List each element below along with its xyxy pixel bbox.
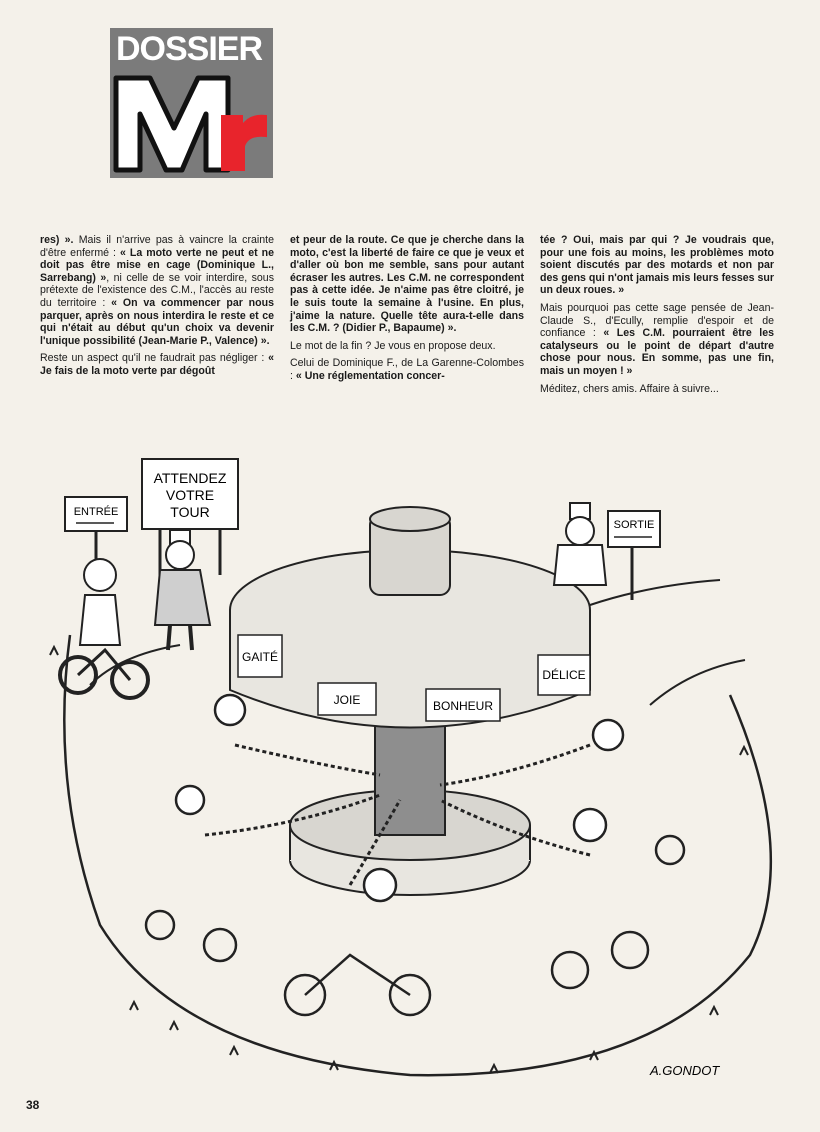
chains	[204, 743, 591, 886]
paragraph: Mais pourquoi pas cette sage pensée de J…	[540, 302, 774, 378]
dossier-label: DOSSIER	[110, 28, 273, 70]
paragraph: et peur de la route. Ce que je cherche d…	[290, 234, 524, 335]
body-text: Méditez, chers amis. Affaire à suivre...	[540, 382, 719, 395]
dossier-logo: DOSSIER	[110, 28, 273, 178]
quote-text: « Je fais de la moto verte par dégoût	[40, 352, 274, 377]
carousel	[229, 506, 591, 896]
artist-signature: A.GONDOT	[649, 1063, 720, 1078]
biker-left-waiting	[58, 558, 150, 700]
exit-sign-label: SORTIE	[614, 519, 655, 531]
panel-delice: DÉLICE	[537, 654, 591, 696]
entry-sign-label: ENTRÉE	[74, 505, 119, 518]
panel-bonheur-label: BONHEUR	[433, 699, 493, 713]
body-text: Reste un aspect qu'il ne faudrait pas né…	[40, 352, 269, 365]
quote-text: tée ? Oui, mais par qui ? Je voudrais qu…	[540, 234, 774, 297]
paragraph: res) ». Mais il n'arrive pas à vaincre l…	[40, 234, 274, 347]
quote-text: « On va commencer par nous parquer, aprè…	[40, 296, 274, 347]
body-text: Mais pourquoi pas cette sage pensée de J…	[540, 301, 774, 340]
riders-on-chains	[144, 693, 686, 1017]
body-text: , ni celle de se voir interdire, sous pr…	[40, 271, 274, 309]
wait-your-turn-sign: ATTENDEZ VOTRE TOUR	[141, 458, 239, 575]
attendant-right	[552, 502, 608, 586]
wait-sign-line-1: ATTENDEZ	[154, 470, 227, 486]
carousel-cartoon-illustration: ENTRÉE ATTENDEZ VOTRE TOUR SORTIE GAITÉ	[49, 458, 773, 1078]
quote-text: « Les C.M. pourraient être les catalyseu…	[540, 327, 774, 377]
panel-delice-label: DÉLICE	[542, 667, 585, 682]
paragraph: Reste un aspect qu'il ne faudrait pas né…	[40, 352, 274, 377]
page-number: 38	[26, 1098, 40, 1112]
quote-text: res) ».	[40, 234, 74, 246]
paragraph: Celui de Dominique F., de La Garenne-Col…	[290, 357, 524, 382]
panel-gaite: GAITÉ	[237, 634, 283, 678]
body-text: Mais il n'arrive pas à vaincre la craint…	[40, 234, 274, 259]
quote-text: « La moto verte ne peut et ne doit pas ê…	[40, 246, 274, 284]
article-column-3: tée ? Oui, mais par qui ? Je voudrais qu…	[540, 234, 774, 400]
paragraph: Le mot de la fin ? Je vous en propose de…	[290, 340, 524, 353]
exit-sign: SORTIE	[607, 510, 661, 600]
paragraph: tée ? Oui, mais par qui ? Je voudrais qu…	[540, 234, 774, 297]
article-column-1: res) ». Mais il n'arrive pas à vaincre l…	[40, 234, 274, 383]
quote-text: et peur de la route. Ce que je cherche d…	[290, 234, 524, 335]
body-text: Le mot de la fin ? Je vous en propose de…	[290, 339, 496, 352]
mr-logo-mark	[110, 70, 273, 178]
paragraph: Méditez, chers amis. Affaire à suivre...	[540, 383, 774, 396]
entry-sign: ENTRÉE	[64, 496, 128, 567]
body-text: Celui de Dominique F., de La Garenne-Col…	[290, 357, 524, 382]
wait-sign-line-2: VOTRE	[166, 487, 214, 503]
attendant-left	[153, 529, 212, 651]
panel-bonheur: BONHEUR	[425, 688, 501, 722]
panel-joie: JOIE	[317, 682, 377, 716]
panel-joie-label: JOIE	[334, 693, 361, 707]
panel-gaite-label: GAITÉ	[242, 649, 278, 664]
article-column-2: et peur de la route. Ce que je cherche d…	[290, 234, 524, 388]
wait-sign-line-3: TOUR	[170, 504, 209, 520]
quote-text: « Une réglementation concer-	[295, 369, 445, 382]
